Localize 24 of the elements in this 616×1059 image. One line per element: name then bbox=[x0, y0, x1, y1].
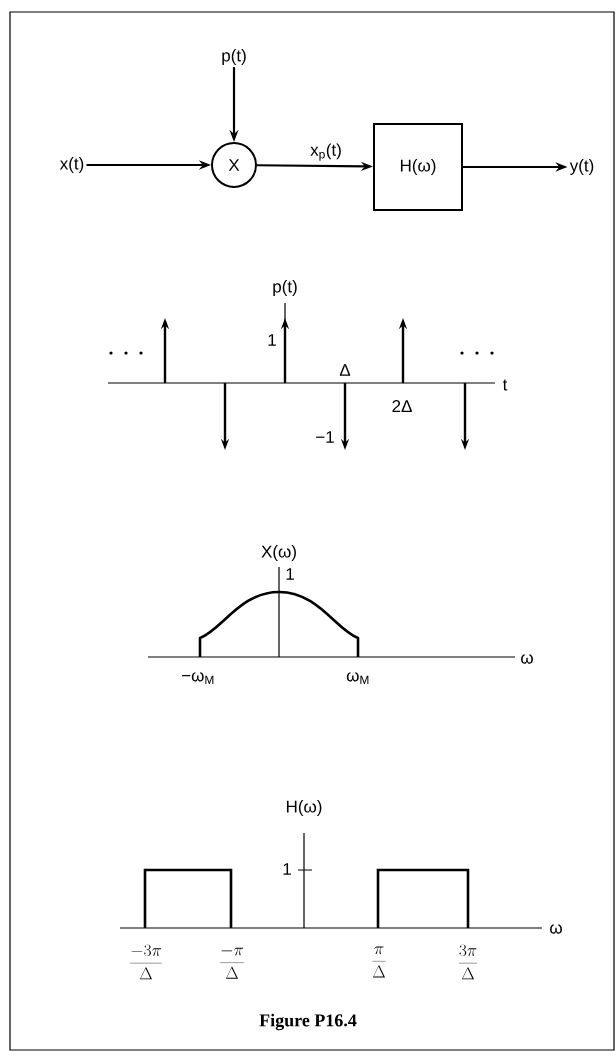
tick-label: −ω$_{M}$ bbox=[182, 672, 214, 684]
tick-label: 1 bbox=[268, 334, 276, 346]
tick-label: $\frac{\pi}{\Delta}$ bbox=[372, 946, 386, 978]
tick-label: 2Δ bbox=[392, 400, 412, 412]
axis-label: X(ω) bbox=[261, 545, 296, 561]
tick-label: $\frac{3\pi}{\Delta}$ bbox=[458, 944, 478, 980]
axis-label: p(t) bbox=[273, 280, 297, 296]
signal-label: y(t) bbox=[569, 159, 594, 175]
edge-label: x$_{p}$(t) bbox=[309, 142, 343, 162]
axis-label: t bbox=[502, 379, 508, 391]
tick-label: 1 bbox=[283, 863, 291, 875]
axis-label: ω bbox=[521, 654, 533, 664]
tick-label: Δ bbox=[339, 364, 351, 376]
axis-label: ω bbox=[550, 924, 562, 934]
tick-label: 1 bbox=[286, 568, 294, 580]
figure-caption: Figure P16.4 bbox=[259, 1013, 357, 1031]
signal-label: x(t) bbox=[59, 157, 84, 173]
tick-label: $\frac{-\pi}{\Delta}$ bbox=[220, 947, 244, 979]
tick-label: ω$_{M}$ bbox=[346, 672, 369, 684]
tick-label: −1 bbox=[316, 431, 334, 443]
filter-box: H(ω) bbox=[373, 123, 463, 211]
tick-label: $\frac{-3\pi}{\Delta}$ bbox=[130, 944, 162, 980]
signal-label: p(t) bbox=[222, 49, 246, 65]
axis-label: H(ω) bbox=[286, 800, 322, 816]
